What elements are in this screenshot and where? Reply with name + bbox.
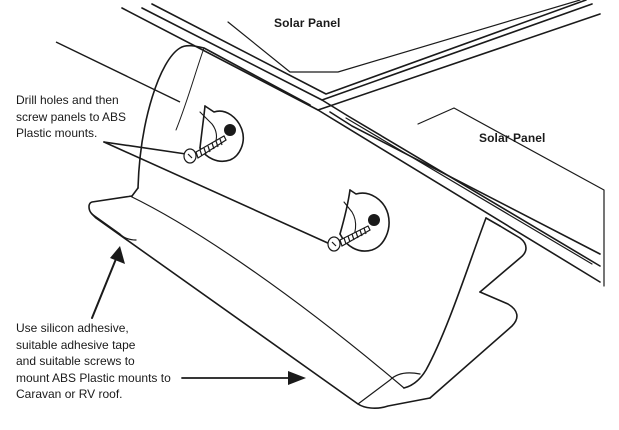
drill-leader-lines bbox=[103, 141, 331, 245]
adhesive-note-line: Use silicon adhesive, bbox=[16, 321, 129, 335]
arrow-to-base-left bbox=[91, 253, 119, 319]
screw-hole-2 bbox=[368, 214, 380, 226]
solar-panel-right bbox=[317, 99, 605, 287]
solar-panel-label-top: Solar Panel bbox=[274, 16, 341, 30]
drill-note-line: screw panels to ABS bbox=[16, 109, 127, 124]
screw-icon bbox=[327, 225, 371, 252]
screw-hole-1 bbox=[224, 124, 236, 136]
screw-icon bbox=[183, 135, 227, 164]
arrow-icon bbox=[110, 246, 125, 264]
adhesive-note-line: Caravan or RV roof. bbox=[16, 387, 123, 401]
adhesive-instruction-note: Use silicon adhesive, suitable adhesive … bbox=[16, 320, 171, 403]
arrow-icon bbox=[288, 371, 306, 385]
abs-plastic-mount bbox=[88, 44, 527, 409]
drill-instruction-note: Drill holes and then screw panels to ABS… bbox=[16, 92, 126, 142]
adhesive-note-line: mount ABS Plastic mounts to bbox=[16, 370, 171, 385]
solar-panel-label-right: Solar Panel bbox=[479, 131, 546, 145]
adhesive-note-line: suitable adhesive tape bbox=[16, 337, 136, 352]
drill-note-line: Drill holes and then bbox=[16, 93, 119, 107]
adhesive-note-line: and suitable screws to bbox=[16, 354, 135, 368]
drill-note-line: Plastic mounts. bbox=[16, 126, 98, 140]
solar-panel-top bbox=[121, 0, 601, 111]
